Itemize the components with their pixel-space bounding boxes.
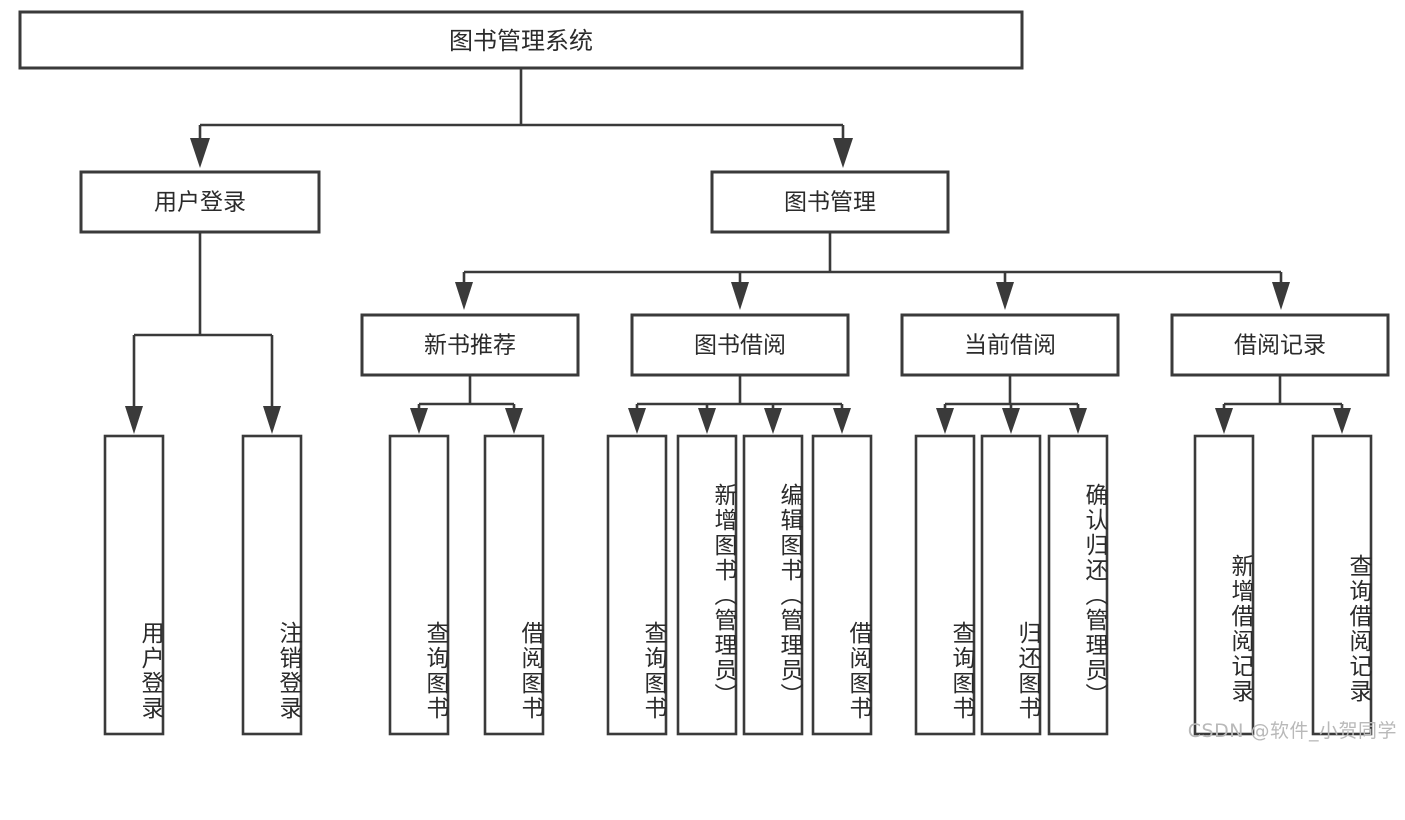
node-borrow-record[interactable]: 借阅记录 — [1170, 313, 1390, 377]
flowchart-canvas: 图书管理系统 用户登录 图书管理 新书推荐 图书借阅 当前借阅 借阅记录 — [18, 10, 1397, 742]
connector-borrow-to-leaves — [628, 375, 851, 434]
node-book-borrow[interactable]: 图书借阅 — [630, 313, 850, 377]
leaf-box-borrow-1[interactable] — [606, 434, 668, 736]
leaf-box-user-login-2[interactable] — [241, 434, 303, 736]
node-root-book-management-system[interactable]: 图书管理系统 — [18, 10, 1024, 70]
node-book-management-label: 图书管理 — [784, 190, 876, 216]
node-user-login[interactable]: 用户登录 — [79, 170, 321, 234]
node-user-login-label: 用户登录 — [154, 190, 246, 216]
leaf-box-borrow-3[interactable] — [742, 434, 804, 736]
leaf-box-borrow-4[interactable] — [811, 434, 873, 736]
node-current-borrow-label: 当前借阅 — [964, 333, 1056, 359]
connector-current-to-leaves — [936, 375, 1087, 434]
node-current-borrow[interactable]: 当前借阅 — [900, 313, 1120, 377]
connector-root-to-level2 — [190, 68, 853, 168]
node-borrow-record-label: 借阅记录 — [1234, 333, 1326, 359]
flowchart-svg: 图书管理系统 用户登录 图书管理 新书推荐 图书借阅 当前借阅 借阅记录 — [18, 10, 1390, 736]
node-new-book-recommend-label: 新书推荐 — [424, 333, 516, 359]
leaf-box-record-2[interactable] — [1311, 434, 1373, 736]
leaf-box-current-1[interactable] — [914, 434, 976, 736]
connector-bookmgmt-to-level3 — [455, 232, 1290, 310]
node-book-management[interactable]: 图书管理 — [710, 170, 950, 234]
leaf-box-newbook-1[interactable] — [388, 434, 450, 736]
node-root-label: 图书管理系统 — [449, 27, 593, 55]
connector-newbook-to-leaves — [410, 375, 523, 434]
leaf-box-user-login-1[interactable] — [103, 434, 165, 736]
node-new-book-recommend[interactable]: 新书推荐 — [360, 313, 580, 377]
leaf-box-borrow-2[interactable] — [676, 434, 738, 736]
leaf-box-current-3[interactable] — [1047, 434, 1109, 736]
connector-record-to-leaves — [1215, 375, 1351, 434]
leaf-box-record-1[interactable] — [1193, 434, 1255, 736]
node-book-borrow-label: 图书借阅 — [694, 333, 786, 359]
connector-userlogin-to-leaves — [125, 232, 281, 434]
leaf-box-current-2[interactable] — [980, 434, 1042, 736]
csdn-watermark: CSDN @软件_小贺同学 — [1187, 720, 1397, 742]
leaf-box-newbook-2[interactable] — [483, 434, 545, 736]
